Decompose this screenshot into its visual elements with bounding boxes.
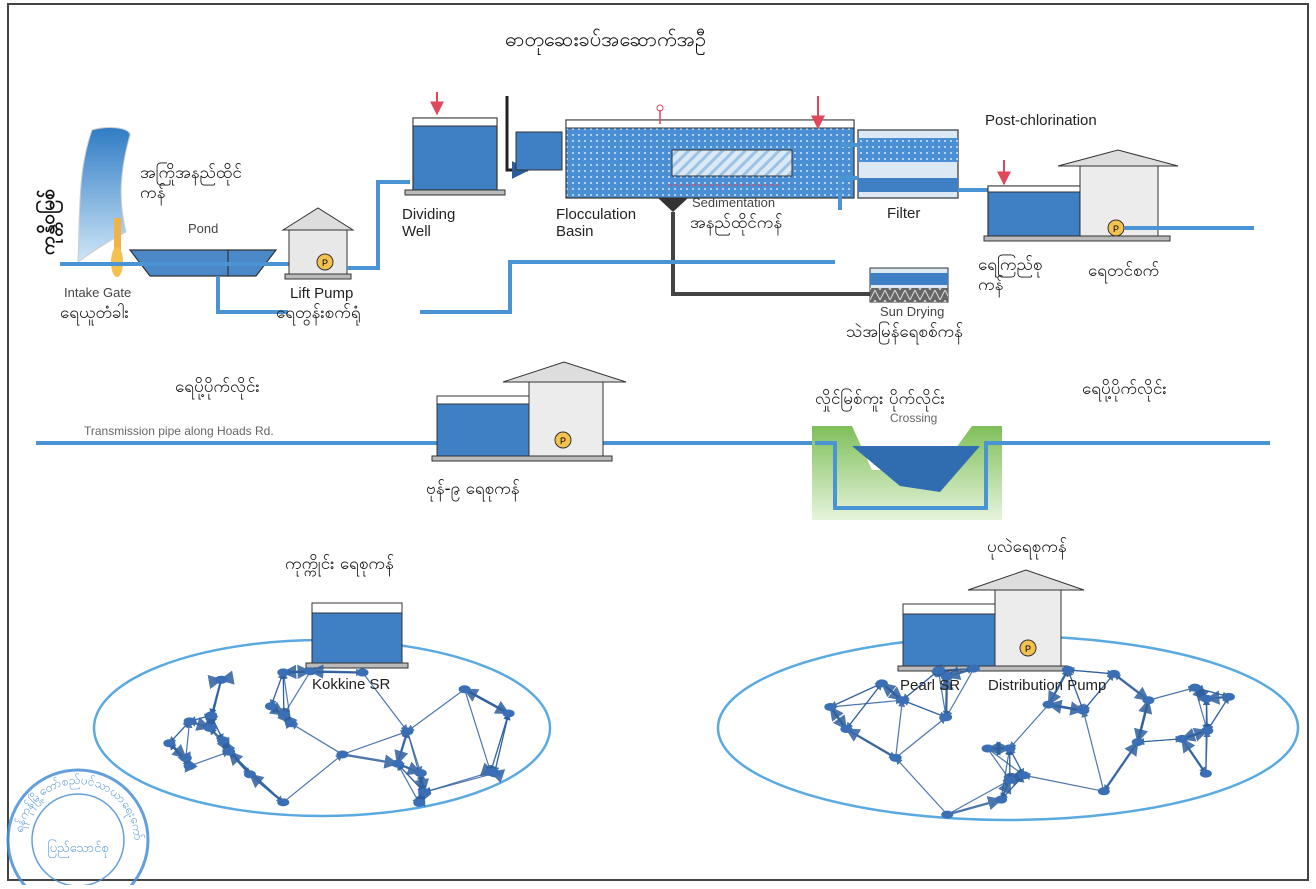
network-node	[1098, 787, 1110, 795]
transmission-along-label: Transmission pipe along Hoads Rd.	[84, 425, 274, 439]
network-node	[1018, 771, 1030, 779]
sedimentation-label-en: Sedimentation	[692, 196, 775, 211]
svg-text:P: P	[560, 436, 566, 446]
network-node	[1132, 738, 1144, 746]
network-node	[285, 719, 297, 727]
network-node	[205, 711, 217, 719]
network-node	[163, 739, 175, 747]
network-node	[1108, 670, 1120, 678]
network-node	[304, 667, 316, 675]
network-node	[391, 760, 403, 768]
network-node	[840, 725, 852, 733]
post-chlorination-label: Post-chlorination	[985, 112, 1105, 129]
sun-drying-label-en: Sun Drying	[880, 305, 944, 320]
svg-text:P: P	[1113, 224, 1119, 234]
network-node	[184, 717, 196, 725]
network-node	[265, 702, 277, 710]
transmission-label-left: ရေပို့ပိုက်လိုင်း	[175, 378, 260, 398]
network-node	[278, 711, 290, 719]
network-node	[223, 748, 235, 756]
network-node	[876, 679, 888, 687]
sun-drying-label-my: သဲအမြန်ရေစစ်ကန်	[846, 323, 963, 343]
network-node	[217, 736, 229, 744]
network-node	[995, 796, 1007, 804]
network-node	[1004, 776, 1016, 784]
network-node	[244, 770, 256, 778]
network-node	[1189, 684, 1201, 692]
lift-pump-label-my: ရေတွန်းစက်ရုံ	[276, 304, 361, 324]
network-node	[1062, 666, 1074, 674]
network-node	[184, 762, 196, 770]
dividing-well-label: Dividing Well	[402, 206, 470, 241]
network-node	[896, 696, 908, 704]
network-node	[277, 798, 289, 806]
network-node	[1077, 707, 1089, 715]
network-node	[413, 799, 425, 807]
network-node	[336, 750, 348, 758]
network-node	[503, 709, 515, 717]
network-node	[1142, 696, 1154, 704]
kokkine-label-my: ကုက္ကိုင်း ရေစုကန်	[285, 555, 394, 575]
svg-text:P: P	[322, 258, 328, 268]
network-node	[180, 754, 192, 762]
sun-drying-bed	[870, 268, 948, 302]
pond-label-my: အကြိုအနည်ထိုင်ကန်	[140, 164, 250, 203]
pearl-label-en: Pearl SR	[900, 677, 960, 694]
kokkine-reservoir	[306, 603, 408, 668]
diagram-title: ဓာတုဆေးခပ်အဆောက်အဦ	[505, 28, 706, 51]
station-label: ဗုန်-၉ ရေစုကန်	[426, 480, 520, 500]
pearl-label-my: ပုလဲရေစုကန်	[987, 538, 1067, 558]
network-node	[1223, 693, 1235, 701]
kokkine-label-en: Kokkine SR	[312, 676, 390, 693]
network-node	[459, 685, 471, 693]
svg-text:ပြည်သောင်စု: ပြည်သောင်စု	[47, 839, 108, 858]
network-link	[1206, 699, 1207, 774]
network-node	[941, 811, 953, 819]
crossing-label-my: လှိုင်မြစ်ကူး ပိုက်လိုင်း	[815, 390, 945, 410]
network-node	[1004, 744, 1016, 752]
network-node	[418, 788, 430, 796]
lift-pump-label-en: Lift Pump	[290, 285, 353, 302]
network-node	[890, 754, 902, 762]
network-node	[982, 745, 994, 753]
transfer-pump-label: ရေတင်စက်	[1088, 262, 1159, 282]
network-node	[968, 665, 980, 673]
pond-label-en: Pond	[188, 222, 218, 237]
distribution-pump-label: Distribution Pump	[988, 677, 1106, 694]
sedimentation-label-my: အနည်ထိုင်ကန်	[690, 214, 782, 234]
river-label: ကုန္တိဝမြစ်	[38, 189, 60, 255]
network-node	[415, 769, 427, 777]
network-node	[215, 676, 227, 684]
svg-text:P: P	[1025, 644, 1031, 654]
flocculation-basin-label: Flocculation Basin	[556, 206, 666, 241]
network-node	[1201, 727, 1213, 735]
transmission-label-right: ရေပို့ပိုက်လိုင်း	[1082, 380, 1167, 400]
intake-gate-label-en: Intake Gate	[64, 286, 131, 301]
filter-tank	[858, 130, 958, 198]
crossing-label-en: Crossing	[890, 412, 937, 426]
network-node	[401, 727, 413, 735]
network-node	[824, 703, 836, 711]
clear-tank-label: ရေကြည်စုကန်	[978, 256, 1050, 295]
intake-gate-icon	[114, 218, 121, 252]
network-node	[1200, 770, 1212, 778]
network-node	[277, 668, 289, 676]
network-node	[488, 769, 500, 777]
network-node	[1176, 735, 1188, 743]
network-node	[204, 724, 216, 732]
network-node	[1043, 701, 1055, 709]
network-node	[932, 666, 944, 674]
network-node	[1200, 695, 1212, 703]
intake-gate-label-my: ရေယူတံခါး	[60, 304, 129, 324]
network-node	[940, 713, 952, 721]
filter-label: Filter	[887, 205, 920, 222]
